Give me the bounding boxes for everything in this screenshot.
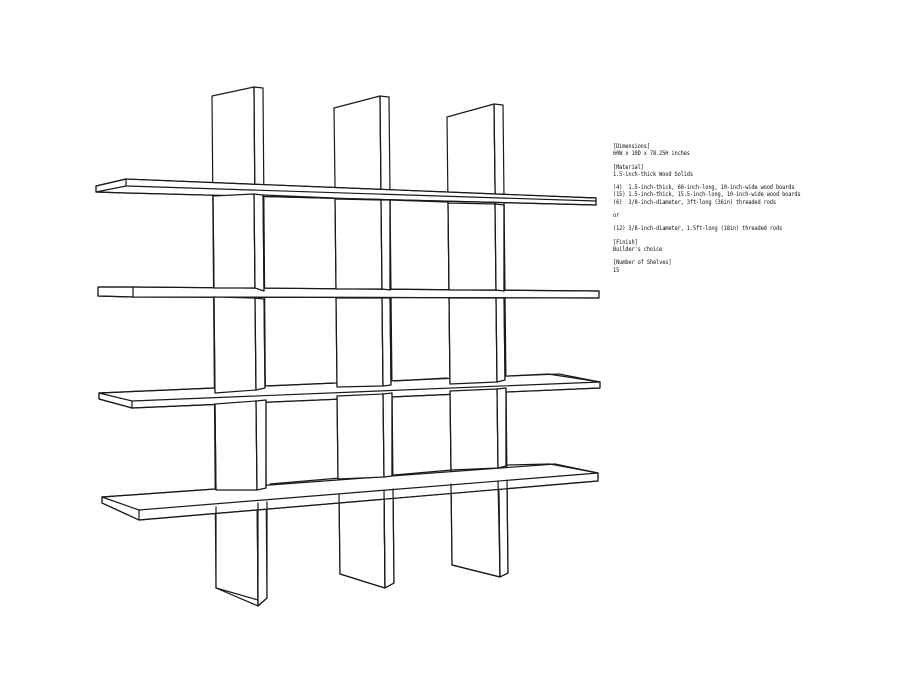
dimensions-label: [Dimensions] <box>613 143 650 150</box>
material-label: [Material] <box>613 163 644 171</box>
shelf-2 <box>97 286 600 299</box>
material-value: 1.5-inch-thick Wood Solids <box>613 170 693 178</box>
finish-block: [Finish] Builder's choice <box>613 239 854 254</box>
or-label: or <box>613 212 620 220</box>
alternative-item-block: (12) 3/8-inch-diameter, 1.5ft-long (18in… <box>613 225 854 232</box>
material-items: (4) 1.5-inch-thick, 60-inch-long, 10-inc… <box>613 184 854 206</box>
alternative-item: (12) 3/8-inch-diameter, 1.5ft-long (18in… <box>613 225 783 233</box>
material-item: (15) 1.5-inch-thick, 15.5-inch-long, 10-… <box>613 191 801 199</box>
specifications-panel: [Dimensions] 60W x 10D x 78.25H inches [… <box>613 143 854 280</box>
board-front-segments <box>212 193 509 607</box>
shelf-1 <box>95 178 597 206</box>
finish-value: Builder's choice <box>613 245 663 253</box>
shelves-label: [Number of Shelves] <box>613 259 672 267</box>
material-block: [Material] 1.5-inch-thick Wood Solids <box>613 164 854 179</box>
shelf-4 <box>101 463 599 521</box>
dimensions-block: [Dimensions] 60W x 10D x 78.25H inches <box>613 143 854 158</box>
shelves-value: 15 <box>613 266 620 274</box>
dimensions-value: 60W x 10D x 78.25H inches <box>613 150 690 158</box>
finish-label: [Finish] <box>613 238 638 246</box>
material-item: (6) 3/8-inch-diameter, 3ft-long (36in) t… <box>613 198 776 206</box>
material-item: (4) 1.5-inch-thick, 60-inch-long, 10-inc… <box>613 184 795 192</box>
or-separator: or <box>613 212 854 219</box>
shelves-block: [Number of Shelves] 15 <box>613 259 854 274</box>
